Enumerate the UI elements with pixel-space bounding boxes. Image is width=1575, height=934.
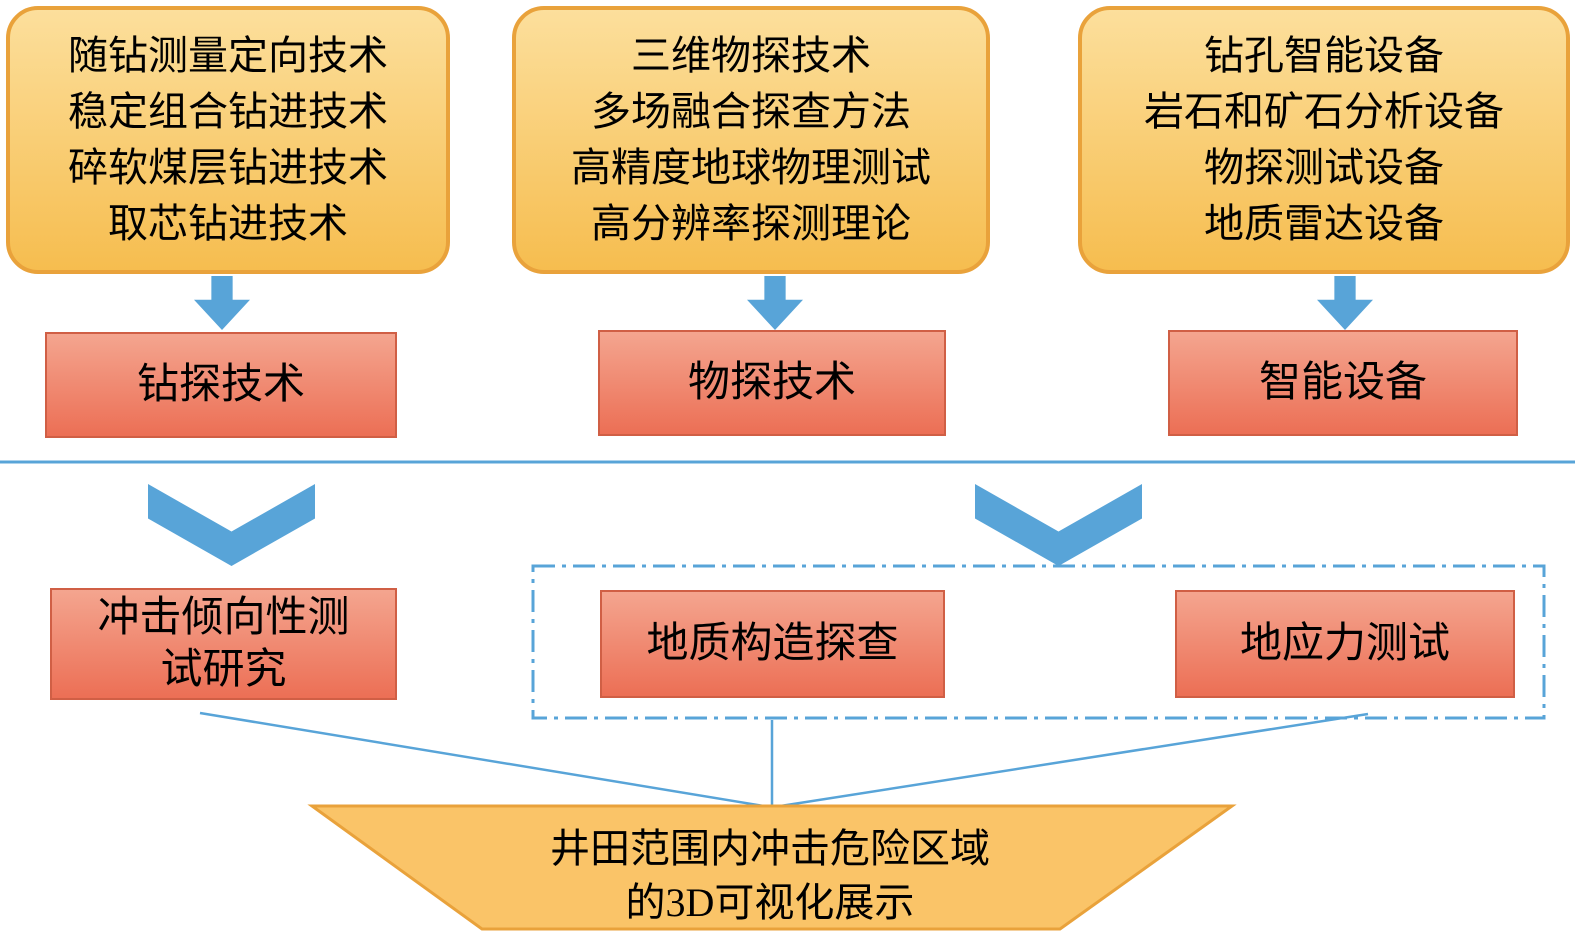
result-line: 冲击倾向性测 [97, 595, 350, 641]
box-line: 取芯钻进技术 [108, 201, 348, 246]
box-line: 钻孔智能设备 [1204, 33, 1444, 78]
geophysical-techniques-box: 三维物探技术 多场融合探查方法 高精度地球物理测试 高分辨率探测理论 [512, 6, 990, 274]
box-line: 高分辨率探测理论 [591, 201, 911, 246]
category-label: 物探技术 [687, 360, 856, 406]
category-label: 钻探技术 [136, 362, 305, 408]
box-line: 多场融合探查方法 [591, 89, 911, 134]
result-label: 地质构造探查 [646, 621, 899, 667]
box-line: 岩石和矿石分析设备 [1144, 89, 1504, 134]
drilling-techniques-box: 随钻测量定向技术 稳定组合钻进技术 碎软煤层钻进技术 取芯钻进技术 [6, 6, 450, 274]
box-line: 稳定组合钻进技术 [68, 89, 388, 134]
ground-stress-test-box: 地应力测试 [1175, 590, 1515, 698]
output-3d-visualization-label: 井田范围内冲击危险区域 的3D可视化展示 [400, 822, 1140, 930]
output-line: 井田范围内冲击危险区域 [550, 826, 990, 871]
box-line: 地质雷达设备 [1204, 201, 1444, 246]
impact-tendency-test-box: 冲击倾向性测 试研究 [50, 588, 397, 700]
box-line: 碎软煤层钻进技术 [68, 145, 388, 190]
category-smart-equipment: 智能设备 [1168, 330, 1518, 436]
result-label: 地应力测试 [1239, 621, 1450, 667]
box-line: 物探测试设备 [1204, 145, 1444, 190]
output-line: 的3D可视化展示 [625, 880, 915, 925]
dashdot-group-frame [531, 564, 1546, 720]
box-line: 三维物探技术 [631, 33, 871, 78]
connector-line-left [199, 711, 771, 809]
box-line: 高精度地球物理测试 [571, 145, 931, 190]
category-label: 智能设备 [1258, 360, 1427, 406]
category-drilling-tech: 钻探技术 [45, 332, 397, 438]
connector-line-right [773, 712, 1369, 809]
smart-equipment-box: 钻孔智能设备 岩石和矿石分析设备 物探测试设备 地质雷达设备 [1078, 6, 1570, 274]
category-geophysical-tech: 物探技术 [598, 330, 946, 436]
box-line: 随钻测量定向技术 [68, 33, 388, 78]
geological-structure-box: 地质构造探查 [600, 590, 945, 698]
output-trapezoid [307, 804, 1237, 931]
result-line: 试研究 [160, 647, 287, 693]
